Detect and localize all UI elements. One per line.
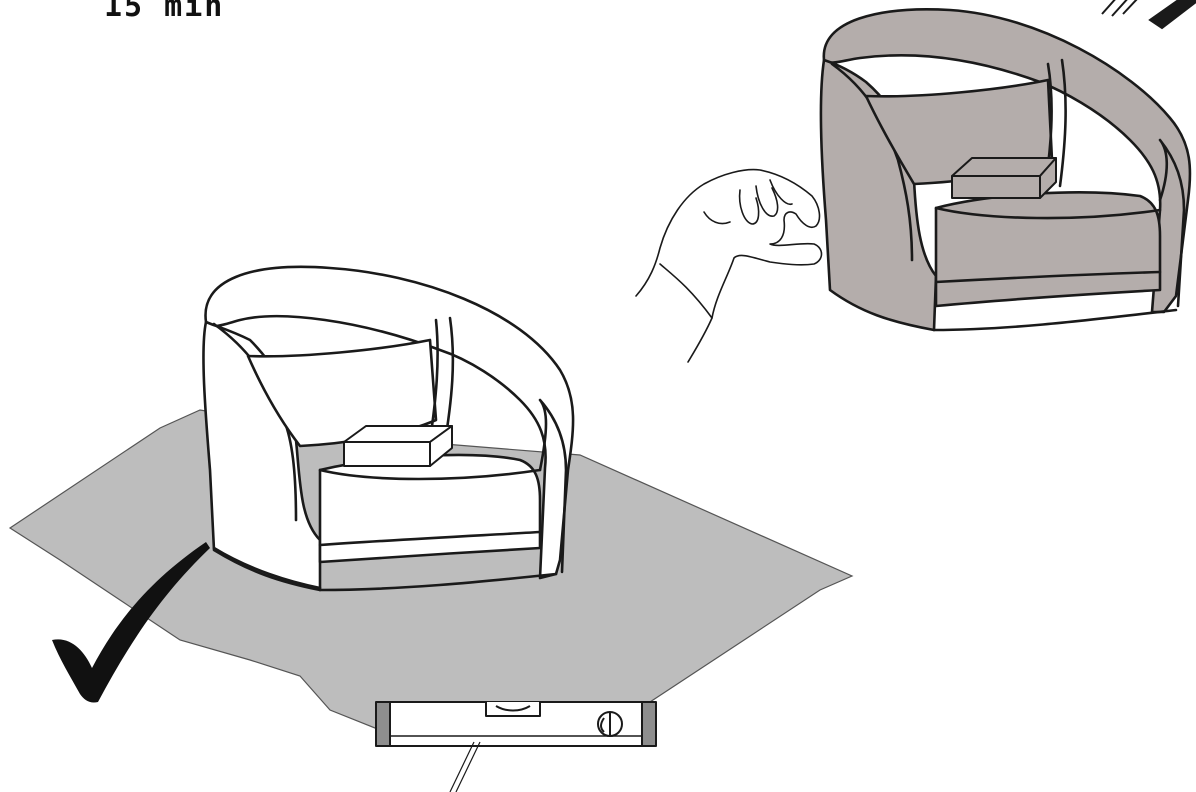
checkmark-icon [52, 542, 210, 703]
duration-label: 15 min [104, 0, 225, 24]
armchair-dry [202, 265, 575, 592]
weight-box-wet [951, 157, 1057, 199]
drying-mark-icon [1101, 0, 1196, 30]
spirit-level-icon [375, 701, 657, 792]
weight-box [343, 425, 453, 467]
hand-touch-icon [635, 168, 823, 363]
